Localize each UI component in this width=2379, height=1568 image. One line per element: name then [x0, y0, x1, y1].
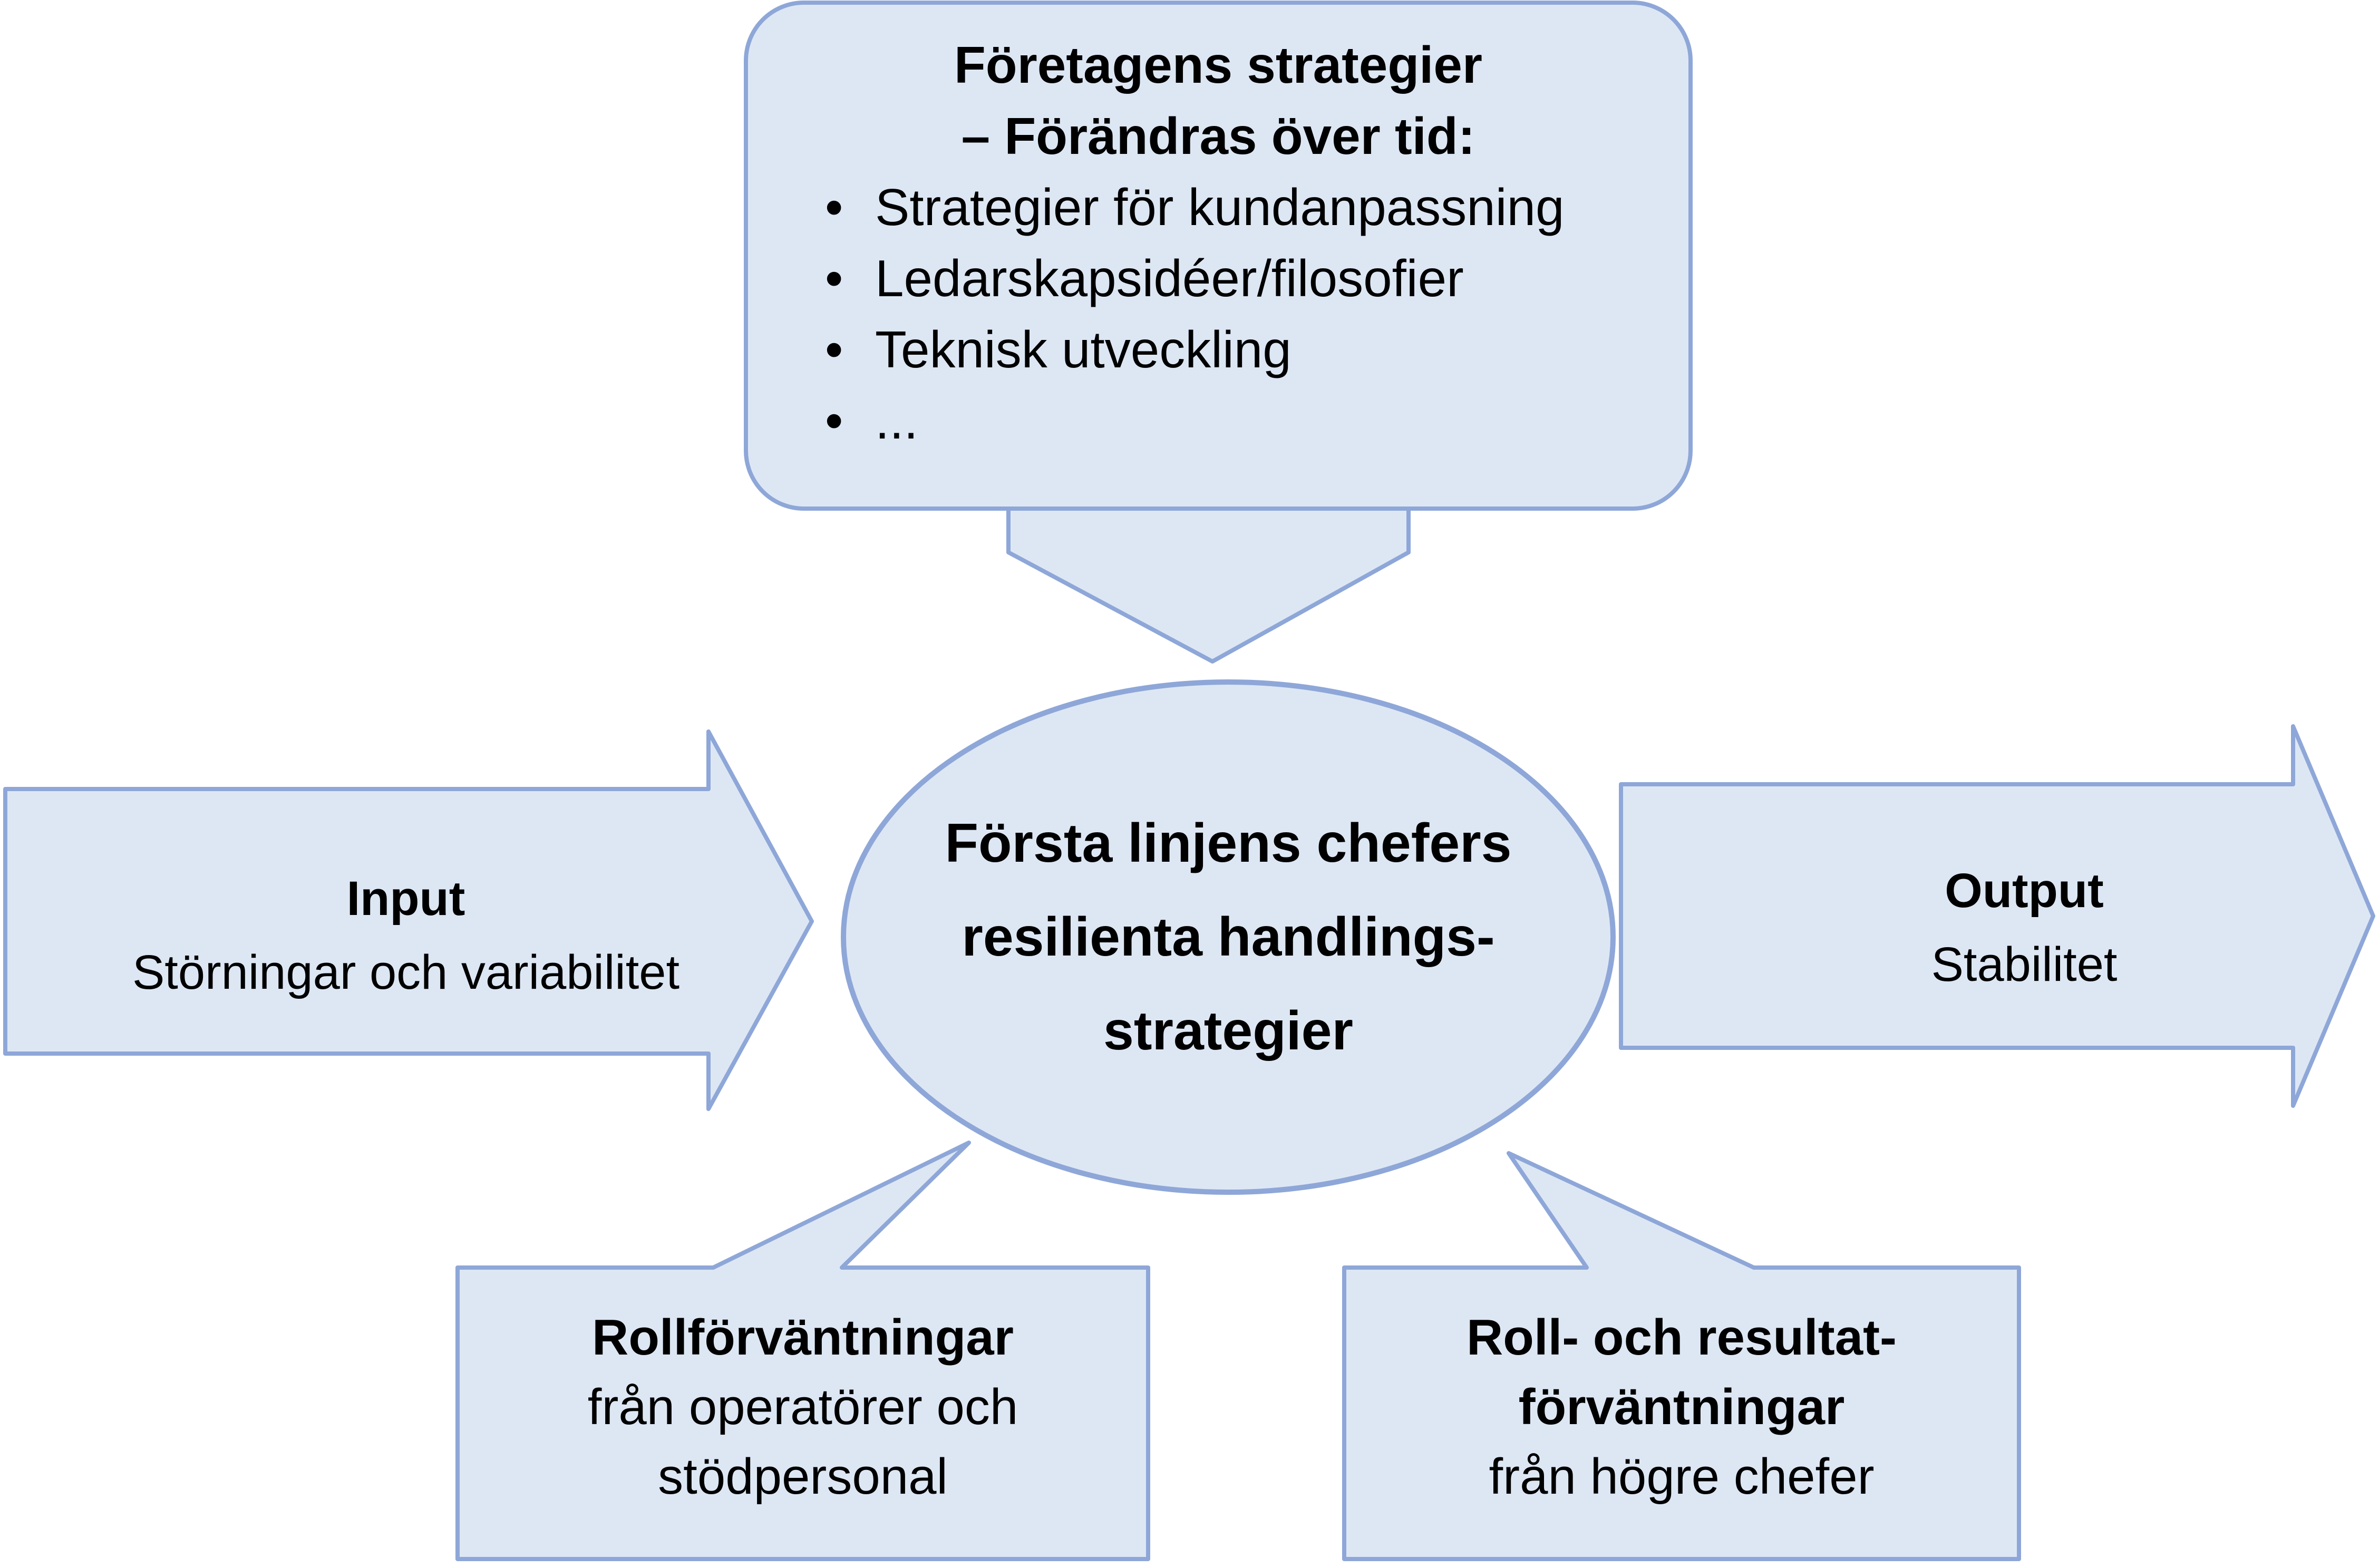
bullet-label: Teknisk utveckling	[875, 320, 1292, 378]
down-arrow-shape	[1006, 505, 1411, 664]
input-arrow-shape	[3, 729, 814, 1111]
output-subtitle: Stabilitet	[1931, 938, 2118, 991]
list-item: • Ledarskapsidéer/filosofier	[825, 243, 1691, 314]
input-arrow-text: Input Störningar och variabilitet	[37, 862, 775, 1009]
bullet-label: Ledarskapsidéer/filosofier	[875, 249, 1464, 307]
input-subtitle: Störningar och variabilitet	[132, 946, 680, 999]
input-title: Input	[346, 872, 465, 926]
bullet-icon: •	[825, 249, 843, 307]
callout-operators-line1: Rollförväntningar	[591, 1309, 1014, 1366]
bullet-label: Strategier för kundanpassning	[875, 178, 1565, 236]
top-box-title-line2: – Förändras över tid:	[961, 107, 1475, 165]
list-item: • Teknisk utveckling	[825, 314, 1691, 385]
callout-managers-text: Roll- och resultat- förväntningar från h…	[1344, 1303, 2019, 1512]
list-item: • Strategier för kundanpassning	[825, 172, 1691, 243]
bullet-label: ...	[875, 392, 918, 450]
list-item: • ...	[825, 385, 1691, 456]
bullet-icon: •	[825, 392, 843, 450]
central-ellipse-shape	[841, 679, 1616, 1195]
output-arrow-text: Output Stabilitet	[1655, 854, 2379, 1001]
top-box-title-line1: Företagens strategier	[954, 36, 1483, 94]
bullet-icon: •	[825, 320, 843, 378]
ellipse-line1: Första linjens chefers	[945, 813, 1512, 874]
top-box-shape	[744, 1, 1693, 511]
callout-managers-line1: Roll- och resultat-	[1466, 1309, 1897, 1366]
callout-operators-line3: stödpersonal	[658, 1448, 948, 1505]
ellipse-line3: strategier	[1103, 1000, 1353, 1061]
bullet-icon: •	[825, 178, 843, 236]
callout-operators-line2: från operatörer och	[587, 1379, 1018, 1435]
top-box-text: Företagens strategier – Förändras över t…	[746, 30, 1691, 456]
top-box-bullet-list: • Strategier för kundanpassning • Ledars…	[746, 172, 1691, 456]
callout-managers-line2: förväntningar	[1518, 1379, 1845, 1435]
callout-left-shape	[455, 1141, 1150, 1561]
callout-managers-line3: från högre chefer	[1489, 1448, 1875, 1505]
callout-operators-text: Rollförväntningar från operatörer och st…	[458, 1303, 1148, 1512]
ellipse-line2: resilienta handlings-	[962, 907, 1495, 968]
callout-right-shape	[1342, 1151, 2021, 1561]
output-title: Output	[1945, 864, 2104, 918]
central-ellipse-text: Första linjens chefers resilienta handli…	[791, 796, 1666, 1078]
output-arrow-shape	[1619, 724, 2375, 1108]
